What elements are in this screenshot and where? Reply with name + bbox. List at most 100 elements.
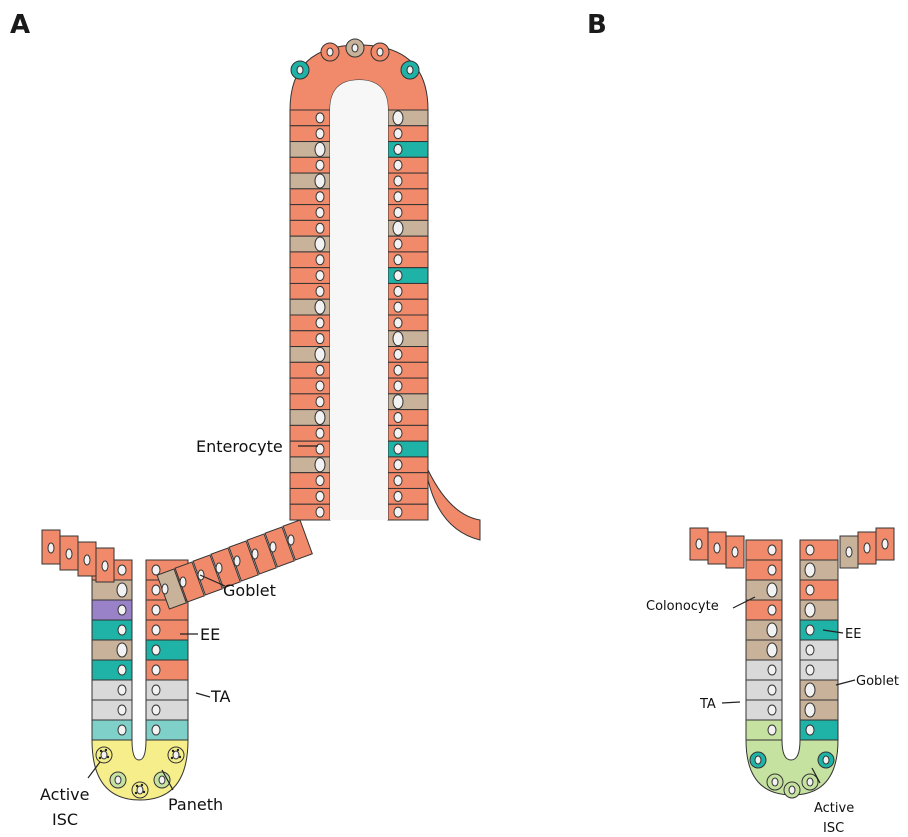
- nucleus: [806, 545, 814, 555]
- nucleus: [394, 318, 402, 328]
- nucleus: [316, 271, 324, 281]
- nucleus: [316, 507, 324, 517]
- nucleus: [394, 476, 402, 486]
- epithelial-cell: [746, 540, 782, 560]
- nucleus: [152, 705, 160, 715]
- nucleus: [315, 411, 325, 425]
- nucleus: [297, 66, 303, 74]
- nucleus: [767, 643, 777, 657]
- paneth-granule: [141, 784, 143, 786]
- epithelial-cell: [746, 700, 782, 720]
- nucleus: [152, 665, 160, 675]
- nucleus: [393, 332, 403, 346]
- nucleus: [316, 255, 324, 265]
- villus-right-flare: [428, 470, 480, 540]
- leader-ta-b: [722, 702, 740, 703]
- label-ta-b: TA: [699, 697, 716, 712]
- nucleus: [270, 542, 276, 552]
- label-goblet-b: Goblet: [856, 674, 899, 689]
- nucleus: [315, 300, 325, 314]
- nucleus: [316, 491, 324, 501]
- nucleus: [316, 334, 324, 344]
- nucleus: [315, 237, 325, 251]
- nucleus: [316, 129, 324, 139]
- nucleus: [394, 302, 402, 312]
- label-active-isc-b-line2: ISC: [823, 821, 844, 836]
- nucleus: [180, 577, 186, 587]
- nucleus: [118, 705, 126, 715]
- label-active-isc-a-line1: Active: [40, 785, 90, 804]
- nucleus: [807, 778, 813, 786]
- nucleus: [315, 174, 325, 188]
- nucleus: [768, 725, 776, 735]
- nucleus: [316, 192, 324, 202]
- nucleus: [394, 144, 402, 154]
- paneth-granule: [107, 756, 109, 758]
- nucleus: [806, 645, 814, 655]
- paneth-granule: [105, 749, 107, 751]
- nucleus: [768, 605, 776, 615]
- nucleus: [394, 381, 402, 391]
- nucleus: [806, 665, 814, 675]
- nucleus: [393, 111, 403, 125]
- nucleus: [394, 160, 402, 170]
- nucleus: [118, 605, 126, 615]
- nucleus: [115, 776, 121, 784]
- label-active-isc-a-line2: ISC: [52, 810, 78, 829]
- nucleus: [316, 381, 324, 391]
- nucleus: [805, 603, 815, 617]
- paneth-granule: [172, 750, 174, 752]
- nucleus: [152, 605, 160, 615]
- nucleus: [394, 365, 402, 375]
- nucleus: [316, 318, 324, 328]
- paneth-granule: [135, 792, 137, 794]
- nucleus: [696, 539, 702, 549]
- label-colonocyte: Colonocyte: [646, 599, 719, 614]
- nucleus: [162, 584, 168, 594]
- label-paneth: Paneth: [168, 795, 223, 814]
- nucleus: [152, 625, 160, 635]
- nucleus: [118, 565, 126, 575]
- epithelial-cell: [746, 680, 782, 700]
- nucleus: [732, 547, 738, 557]
- paneth-granule: [177, 749, 179, 751]
- nucleus: [102, 561, 108, 571]
- nucleus: [315, 458, 325, 472]
- nucleus: [823, 756, 829, 764]
- label-ta-a: TA: [210, 687, 231, 706]
- nucleus: [118, 725, 126, 735]
- nucleus: [394, 239, 402, 249]
- nucleus: [316, 223, 324, 233]
- nucleus: [118, 625, 126, 635]
- nucleus: [393, 221, 403, 235]
- nucleus: [755, 756, 761, 764]
- nucleus: [768, 705, 776, 715]
- nucleus: [101, 751, 107, 759]
- nucleus: [159, 776, 165, 784]
- nucleus: [315, 142, 325, 156]
- nucleus: [393, 395, 403, 409]
- nucleus: [407, 66, 413, 74]
- nucleus: [864, 543, 870, 553]
- nucleus: [352, 44, 358, 52]
- nucleus: [118, 685, 126, 695]
- nucleus: [789, 786, 795, 794]
- nucleus: [173, 751, 179, 759]
- crypt-b: [690, 528, 894, 798]
- leader-goblet-b: [836, 680, 855, 685]
- nucleus: [846, 547, 852, 557]
- nucleus: [394, 286, 402, 296]
- paneth-granule: [171, 757, 173, 759]
- nucleus: [117, 643, 127, 657]
- nucleus: [394, 491, 402, 501]
- paneth-granule: [100, 750, 102, 752]
- nucleus: [327, 48, 333, 56]
- nucleus: [394, 255, 402, 265]
- nucleus: [48, 543, 54, 553]
- nucleus: [315, 347, 325, 361]
- villus-right-wall: [388, 110, 428, 520]
- nucleus: [316, 476, 324, 486]
- nucleus: [772, 778, 778, 786]
- nucleus: [882, 539, 888, 549]
- nucleus: [288, 535, 294, 545]
